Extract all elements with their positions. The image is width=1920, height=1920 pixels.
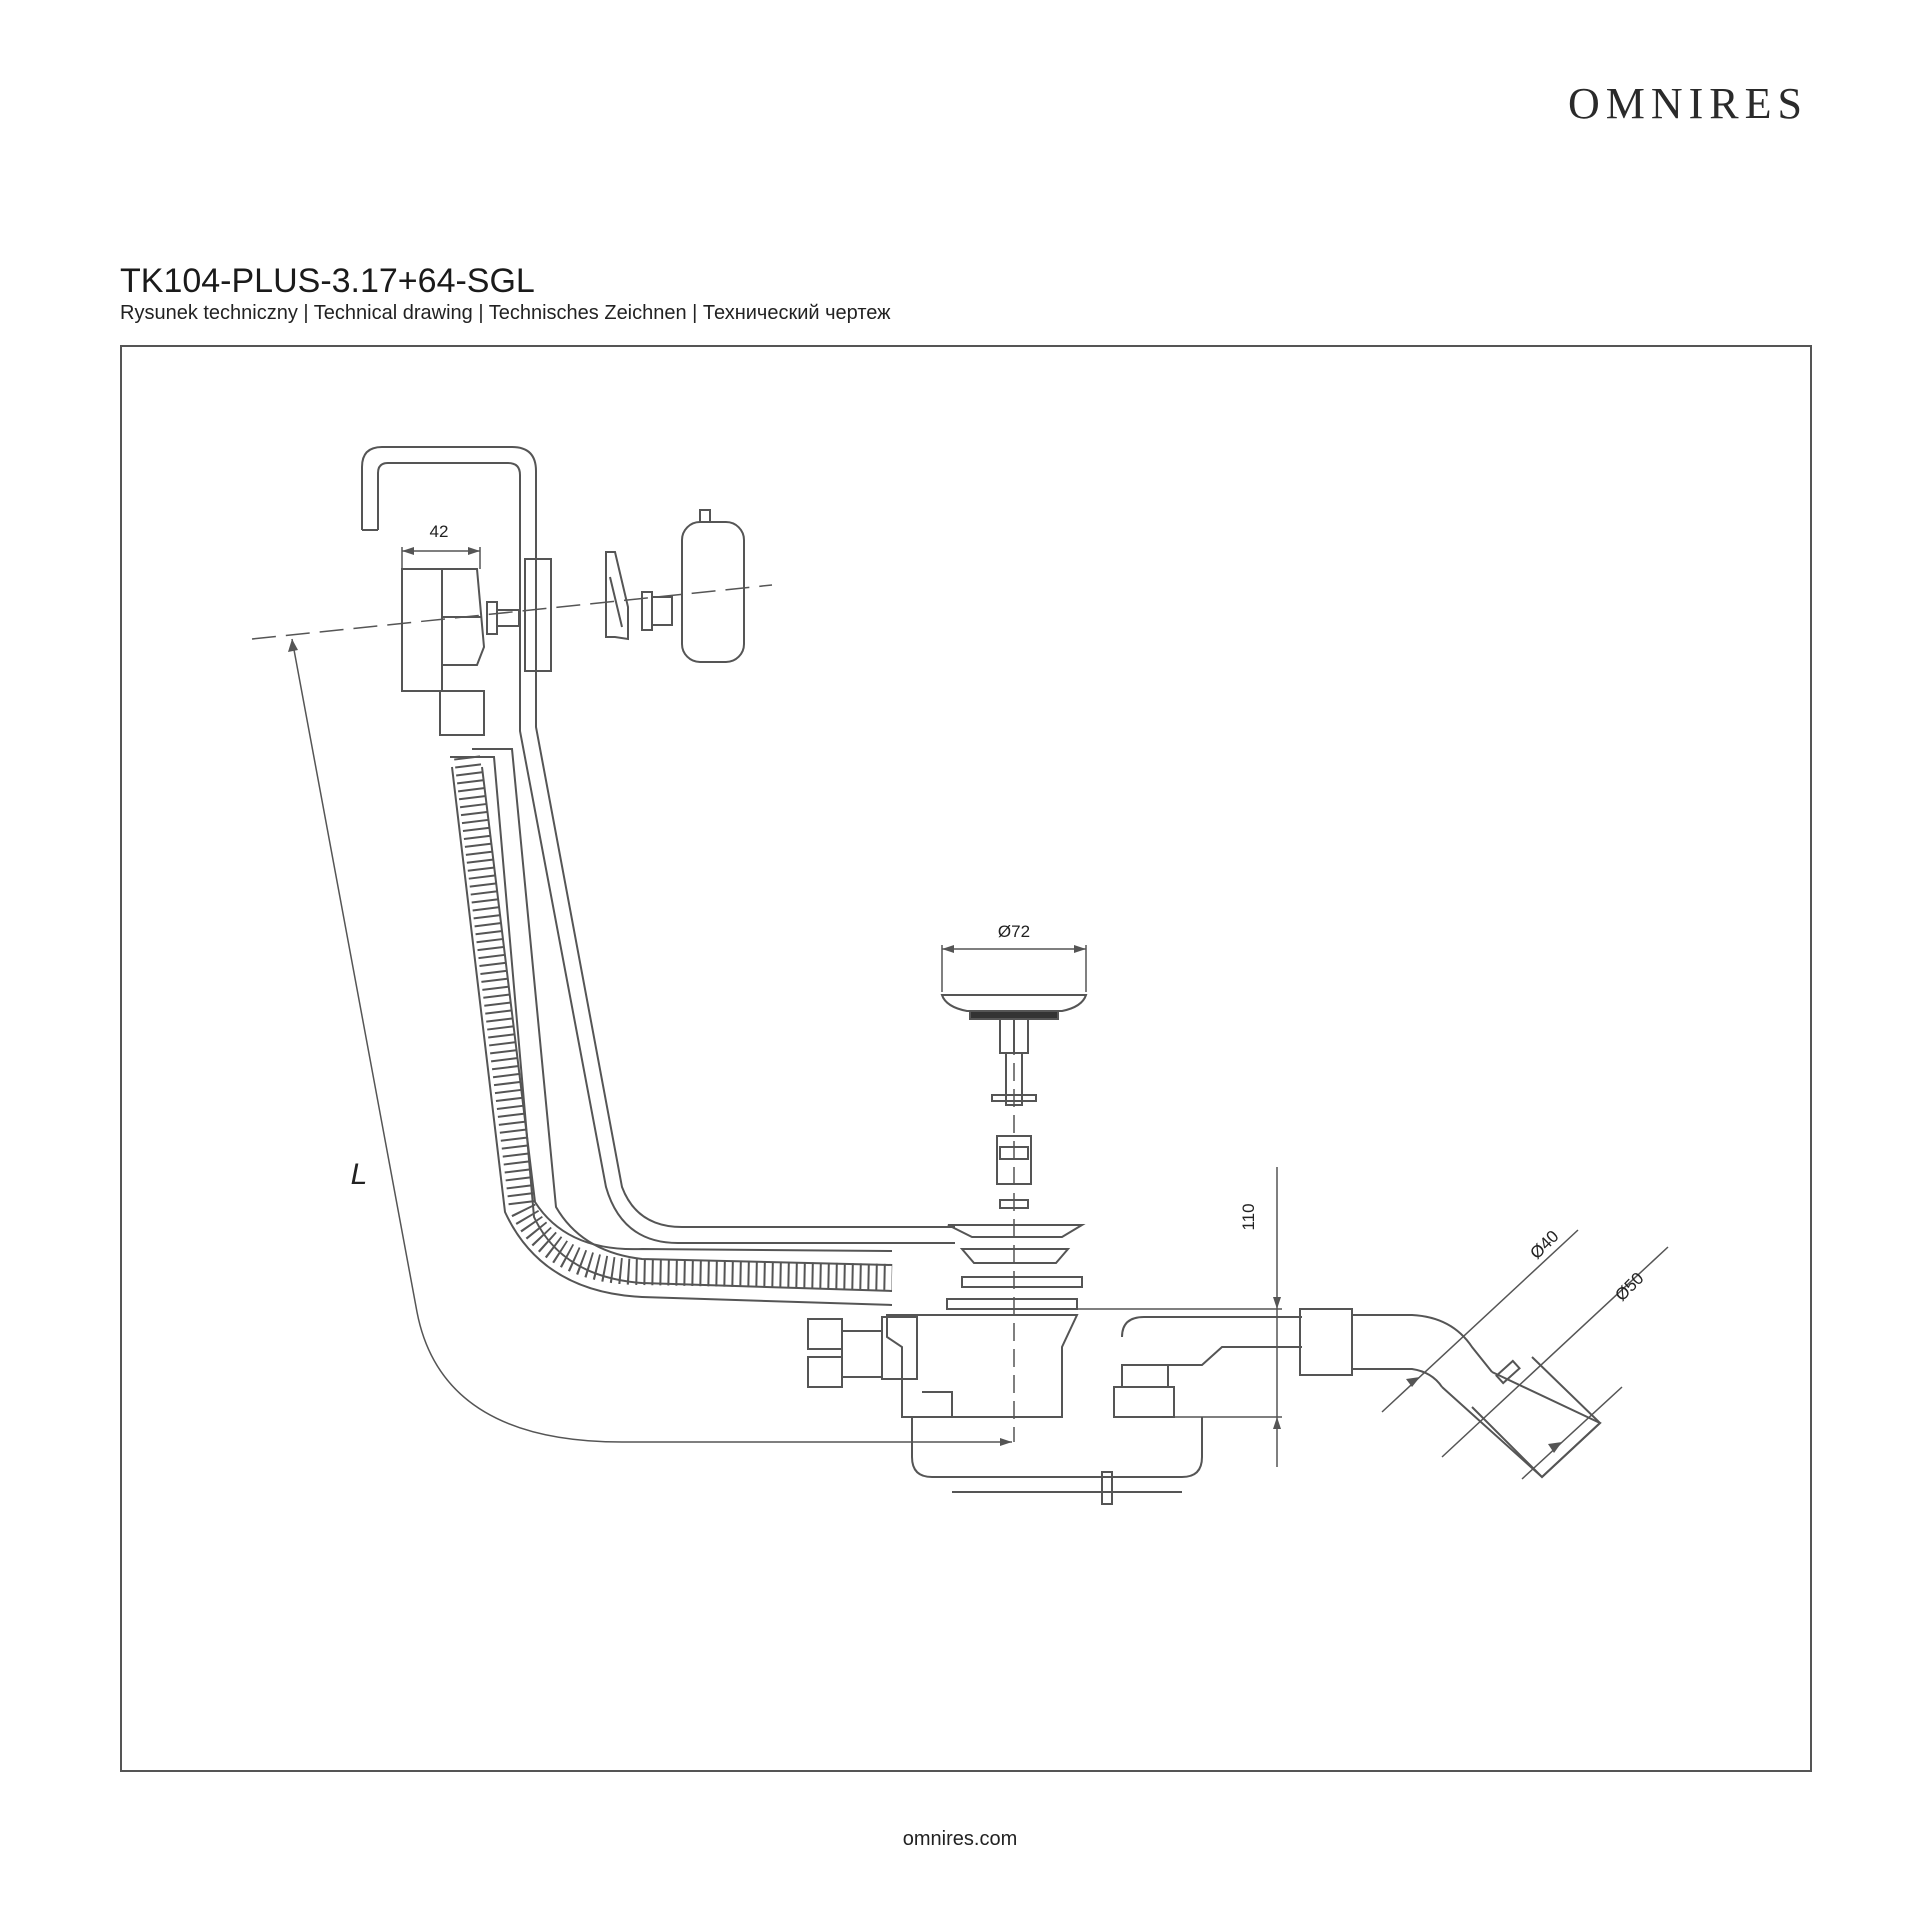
flexible-hose bbox=[439, 690, 893, 1306]
footer-link[interactable]: omnires.com bbox=[902, 1828, 1018, 1850]
dimension-110-label: 110 bbox=[1239, 1203, 1258, 1230]
outlet-elbow bbox=[1299, 1308, 1602, 1479]
dimension-42-label: 42 bbox=[430, 522, 449, 541]
dimension-110 bbox=[1062, 1167, 1282, 1467]
dimension-length bbox=[288, 638, 1012, 1446]
page-subtitle: Rysunek techniczny | Technical drawing |… bbox=[120, 302, 891, 324]
overflow-center-line bbox=[251, 584, 773, 640]
drain-body bbox=[807, 1298, 1302, 1505]
dimension-42 bbox=[401, 547, 481, 569]
drawing-frame: 42 bbox=[120, 345, 1812, 1772]
page-title: TK104-PLUS-3.17+64-SGL bbox=[120, 262, 535, 300]
dimension-length-label: L bbox=[351, 1158, 368, 1191]
technical-drawing: 42 bbox=[251, 446, 1669, 1505]
dimension-50-label: Ø50 bbox=[1611, 1269, 1647, 1305]
dimension-50 bbox=[1441, 1246, 1669, 1480]
dimension-72 bbox=[941, 945, 1087, 992]
overflow-tube bbox=[361, 446, 955, 1244]
brand-logo: OMNIRES bbox=[1567, 79, 1808, 128]
dimension-40 bbox=[1381, 1229, 1579, 1413]
dimension-72-label: Ø72 bbox=[998, 922, 1030, 941]
overflow-assembly bbox=[401, 509, 745, 692]
dimension-40-label: Ø40 bbox=[1526, 1227, 1562, 1263]
